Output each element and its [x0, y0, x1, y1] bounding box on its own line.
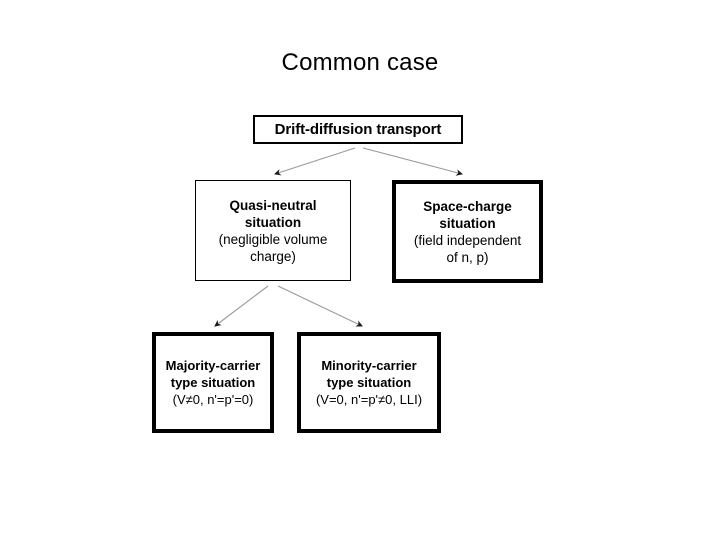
node-root-label: Drift-diffusion transport	[274, 121, 442, 138]
node-quasi-neutral-title-line-1: Quasi-neutral	[229, 197, 317, 213]
node-minority-carrier-title-line-1: Minority-carrier	[321, 358, 417, 373]
edge-quasi-neutral-to-majority-carrier	[214, 285, 269, 327]
node-space-charge-situation[interactable]: Space-charge situation (field independen…	[392, 180, 543, 283]
node-drift-diffusion-transport[interactable]: Drift-diffusion transport	[253, 115, 463, 144]
node-minority-carrier-detail-line-1: (V=0, n'=p'≠0, LLI)	[315, 392, 423, 407]
node-minority-carrier-title-line-2: type situation	[326, 375, 412, 390]
node-quasi-neutral-detail-line-2: charge)	[250, 248, 296, 264]
node-quasi-neutral-detail-line-1: (negligible volume	[218, 231, 328, 247]
edge-root-to-quasi-neutral	[274, 147, 356, 176]
node-majority-carrier-detail-line-1: (V≠0, n'=p'=0)	[172, 392, 254, 407]
node-majority-carrier-title-line-1: Majority-carrier	[165, 358, 261, 373]
node-space-charge-detail-line-1: (field independent	[413, 232, 522, 248]
node-majority-carrier-type-situation[interactable]: Majority-carrier type situation (V≠0, n'…	[152, 332, 274, 433]
node-minority-carrier-type-situation[interactable]: Minority-carrier type situation (V=0, n'…	[297, 332, 441, 433]
node-majority-carrier-title-line-2: type situation	[170, 375, 256, 390]
edge-root-to-space-charge	[362, 147, 463, 176]
node-space-charge-title-line-2: situation	[439, 215, 496, 231]
page-title: Common case	[281, 49, 439, 76]
node-space-charge-title-line-1: Space-charge	[423, 198, 512, 214]
node-quasi-neutral-title-line-2: situation	[244, 214, 302, 230]
node-quasi-neutral-situation[interactable]: Quasi-neutral situation (negligible volu…	[195, 180, 351, 281]
node-space-charge-detail-line-2: of n, p)	[446, 249, 489, 265]
edge-quasi-neutral-to-minority-carrier	[277, 285, 363, 327]
